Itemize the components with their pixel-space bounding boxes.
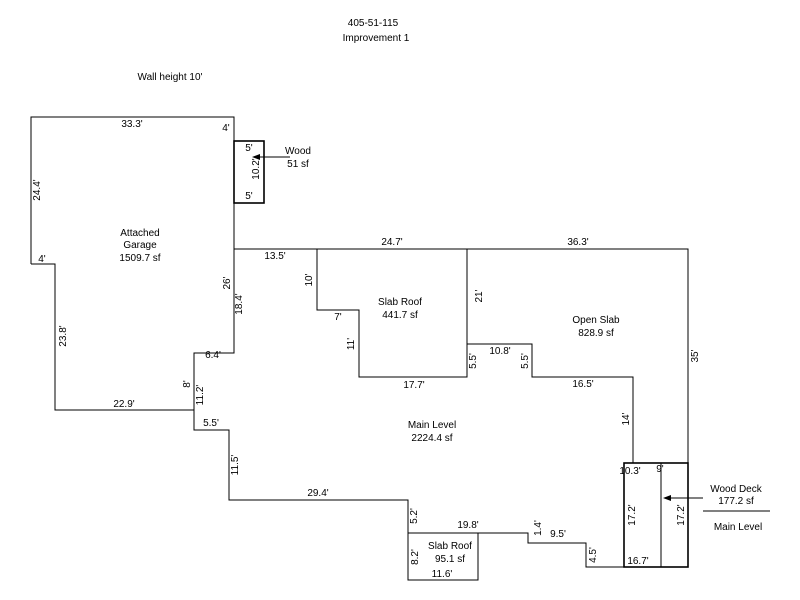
slab-roof-1-name: Slab Roof bbox=[378, 297, 422, 308]
parcel-number: 405-51-115 bbox=[348, 18, 399, 29]
wood-deck-area: 177.2 sf bbox=[718, 496, 754, 507]
wood-deck-outline bbox=[623, 462, 689, 568]
dim-label: 10.3' bbox=[619, 466, 640, 477]
slab-roof-2-area: 95.1 sf bbox=[435, 554, 465, 565]
dim-label: 17.2' bbox=[627, 504, 638, 525]
dim-label: 10.2' bbox=[251, 158, 262, 179]
dim-label: 10' bbox=[304, 273, 315, 286]
garage-name: Attached bbox=[120, 228, 159, 239]
dim-label: 4' bbox=[38, 254, 46, 265]
dim-label: 11.2' bbox=[195, 385, 206, 406]
wood-deck-arrow-icon bbox=[663, 495, 671, 501]
dim-label: 29.4' bbox=[307, 488, 328, 499]
main-level-outline bbox=[193, 248, 689, 581]
garage-name-2: Garage bbox=[123, 240, 157, 251]
dim-label: 5' bbox=[245, 191, 253, 202]
dim-label: 9.5' bbox=[550, 529, 566, 540]
main-level-area: 2224.4 sf bbox=[411, 433, 452, 444]
slab-roof-1-area: 441.7 sf bbox=[382, 310, 418, 321]
wood-arrow-icon bbox=[252, 154, 260, 160]
dim-label: 8.2' bbox=[410, 549, 421, 565]
dim-label: 24.4' bbox=[32, 179, 43, 200]
dim-label: 17.2' bbox=[676, 504, 687, 525]
dim-label: 11.6' bbox=[432, 569, 453, 580]
dim-label: 1.4' bbox=[533, 520, 544, 536]
wood-name: Wood bbox=[285, 146, 311, 157]
improvement-label: Improvement 1 bbox=[343, 33, 410, 44]
wood-outline bbox=[233, 140, 265, 204]
dim-label: 5.5' bbox=[520, 353, 531, 369]
dim-label: 24.7' bbox=[381, 237, 402, 248]
garage-area: 1509.7 sf bbox=[119, 253, 160, 264]
dim-label: 22.9' bbox=[113, 399, 134, 410]
dim-label: 8' bbox=[182, 380, 193, 388]
dim-label: 16.5' bbox=[572, 379, 593, 390]
dim-label: 14' bbox=[621, 412, 632, 425]
dim-label: 5.2' bbox=[409, 508, 420, 524]
dim-label: 9' bbox=[656, 464, 664, 475]
wood-area: 51 sf bbox=[287, 159, 309, 170]
garage-outline bbox=[30, 116, 235, 411]
dim-label: 6.4' bbox=[205, 350, 221, 361]
open-slab-name: Open Slab bbox=[572, 315, 620, 326]
dim-label: 4' bbox=[222, 123, 230, 134]
dim-label: 35' bbox=[690, 349, 701, 362]
dim-label: 5.5' bbox=[468, 353, 479, 369]
dim-label: 19.8' bbox=[457, 520, 478, 531]
dim-label: 33.3' bbox=[121, 119, 142, 130]
main-level-name: Main Level bbox=[408, 420, 456, 431]
dim-label: 13.5' bbox=[264, 251, 285, 262]
dim-label: 10.8' bbox=[489, 346, 510, 357]
dim-label: 18.4' bbox=[234, 293, 245, 314]
wood-deck-reference: Main Level bbox=[714, 522, 762, 533]
dim-label: 23.8' bbox=[58, 325, 69, 346]
wall-height-label: Wall height 10' bbox=[138, 72, 203, 83]
dim-label: 7' bbox=[334, 312, 342, 323]
dim-label: 36.3' bbox=[567, 237, 588, 248]
dim-label: 11' bbox=[346, 338, 357, 350]
open-slab-area: 828.9 sf bbox=[578, 328, 614, 339]
dim-label: 16.7' bbox=[627, 556, 648, 567]
open-slab-outline bbox=[467, 343, 634, 463]
dim-label: 5' bbox=[245, 143, 253, 154]
dim-label: 17.7' bbox=[403, 380, 424, 391]
dim-label: 4.5' bbox=[588, 547, 599, 563]
slab-roof-2-name: Slab Roof bbox=[428, 541, 472, 552]
dim-label: 26' bbox=[222, 276, 233, 289]
wood-deck-name: Wood Deck bbox=[710, 484, 763, 495]
dim-label: 21' bbox=[474, 289, 485, 302]
slab-roof-1-outline bbox=[316, 249, 468, 378]
dim-label: 11.5' bbox=[230, 455, 241, 476]
dim-label: 5.5' bbox=[203, 418, 219, 429]
